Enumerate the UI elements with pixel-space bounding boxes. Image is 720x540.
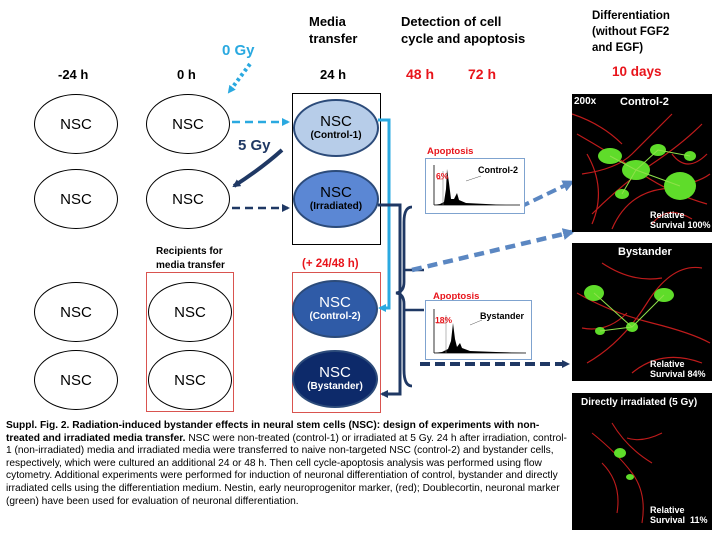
arrow-to-control-2-micro: [519, 180, 575, 209]
nsc-control-2-sub: (Control-2): [309, 311, 361, 322]
micrograph-bystander: Bystander Relative Survival 84%: [572, 243, 712, 381]
nsc-circle-label: NSC: [172, 190, 204, 208]
nsc-circle-c1: NSC: [34, 282, 118, 342]
histogram-bystander-plot: [433, 309, 526, 354]
micrograph-control-2-survival: Relative Survival 100%: [650, 210, 711, 230]
nsc-circle-label: NSC: [174, 371, 206, 389]
micrograph-bystander-label: Bystander: [618, 246, 672, 258]
nsc-bystander-title: NSC: [319, 364, 351, 381]
figure-caption: Suppl. Fig. 2. Radiation-induced bystand…: [6, 420, 572, 508]
time-72: 72 h: [468, 66, 497, 82]
arrow-to-bystander-micro: [411, 228, 575, 273]
nsc-circle-b1: NSC: [34, 169, 118, 229]
nsc-circle-c2: NSC: [148, 282, 232, 342]
time-48: 48 h: [406, 66, 435, 82]
nsc-bystander-sub: (Bystander): [307, 381, 363, 392]
nsc-circle-a2: NSC: [146, 94, 230, 154]
nsc-control-1-title: NSC: [320, 113, 352, 130]
time-24: 24 h: [320, 67, 347, 82]
nsc-control-2-title: NSC: [319, 294, 351, 311]
micrograph-control-2-label: Control-2: [620, 96, 669, 108]
nsc-circle-label: NSC: [60, 190, 92, 208]
nsc-circle-label: NSC: [60, 303, 92, 321]
nsc-control-2: NSC (Control-2): [292, 280, 378, 338]
histogram-control-2-name: Control-2: [478, 165, 518, 175]
bracket-brace: [395, 205, 413, 388]
arrow-0gy: [227, 62, 252, 94]
histogram-bystander-pct: 18%: [435, 315, 453, 325]
histogram-bystander: Bystander 18%: [425, 300, 532, 360]
caption-body: NSC were non-treated (control-1) or irra…: [6, 432, 567, 507]
nsc-circle-label: NSC: [60, 371, 92, 389]
nsc-irradiated-sub: (Irradiated): [309, 201, 363, 212]
dose-0gy: 0 Gy: [222, 42, 255, 59]
micrograph-directly-irradiated: Directly irradiated (5 Gy) Relative Surv…: [572, 393, 712, 530]
transfer-irradiated: [378, 203, 402, 398]
histogram-bystander-name: Bystander: [480, 311, 525, 321]
culture-box-top: [292, 93, 381, 245]
histogram-control-2: Control-2 6%: [425, 158, 525, 214]
arrow-5gy: [232, 148, 284, 188]
micrograph-directly-irradiated-survival: Relative Survival 11%: [650, 505, 708, 525]
nsc-circle-b2: NSC: [146, 169, 230, 229]
recipients-box: [146, 272, 234, 412]
nsc-circle-a1: NSC: [34, 94, 118, 154]
nsc-bystander: NSC (Bystander): [292, 350, 378, 408]
differentiation-header: Differentiation (without FGF2 and EGF): [592, 10, 670, 54]
histogram-control-2-plot: [433, 165, 520, 206]
nsc-circle-d2: NSC: [148, 350, 232, 410]
micrograph-directly-irradiated-image: [591, 422, 663, 524]
nsc-circle-d1: NSC: [34, 350, 118, 410]
apoptosis-label-2: Apoptosis: [433, 291, 480, 302]
plus-time-label: (+ 24/48 h): [302, 258, 359, 270]
micrograph-control-2: Control-2 200x Relative Survival 100%: [572, 94, 712, 232]
micrograph-control-2-image: [572, 113, 711, 230]
nsc-control-1-sub: (Control-1): [310, 130, 362, 141]
histogram-control-2-pct: 6%: [436, 171, 449, 181]
time-0: 0 h: [177, 67, 196, 82]
nsc-control-1: NSC (Control-1): [293, 99, 379, 157]
nsc-irradiated: NSC (Irradiated): [293, 170, 379, 228]
media-transfer-header: Media transfer: [309, 14, 358, 46]
time-minus24: -24 h: [58, 67, 89, 82]
micrograph-magnification: 200x: [574, 96, 597, 107]
micrograph-bystander-image: [576, 262, 711, 374]
micrograph-directly-irradiated-label: Directly irradiated (5 Gy): [581, 397, 698, 408]
detection-header: Detection of cell cycle and apoptosis: [401, 14, 526, 46]
nsc-circle-label: NSC: [174, 303, 206, 321]
nsc-circle-label: NSC: [172, 115, 204, 133]
dose-5gy: 5 Gy: [238, 137, 271, 154]
apoptosis-label-1: Apoptosis: [427, 146, 474, 157]
micrograph-bystander-survival: Relative Survival 84%: [650, 359, 706, 379]
recipients-label: Recipients for media transfer: [156, 246, 225, 271]
arrows-layer: [227, 62, 575, 398]
transfer-control-1: [378, 118, 391, 312]
time-10days: 10 days: [612, 64, 662, 79]
caption-title: Suppl. Fig. 2. Radiation-induced bystand…: [6, 420, 540, 444]
nsc-circle-label: NSC: [60, 115, 92, 133]
culture-box-bottom: [292, 272, 381, 413]
nsc-irradiated-title: NSC: [320, 184, 352, 201]
